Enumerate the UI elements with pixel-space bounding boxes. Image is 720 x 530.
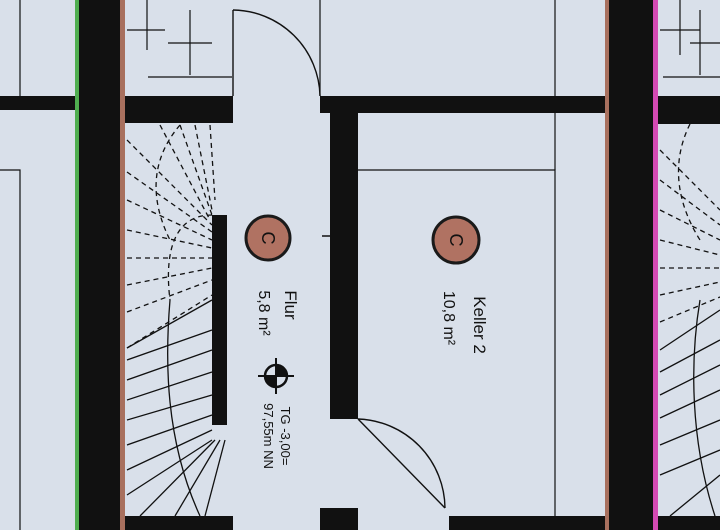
keller2-name: Keller 2 — [470, 296, 489, 354]
flur-badge-letter: C — [258, 232, 278, 245]
wall-top-flur-left — [125, 96, 233, 123]
wall-bottom-left — [125, 516, 233, 530]
magenta-boundary-line — [653, 0, 658, 530]
wall-top-right-outer — [658, 96, 720, 124]
door-top-flur — [232, 9, 321, 97]
keller2-badge-letter: C — [446, 234, 466, 247]
brown-boundary-line-left — [120, 0, 125, 530]
elevation-marker-icon — [258, 358, 294, 394]
elevation-line2: 97,55m NN — [261, 403, 276, 469]
green-boundary-line — [75, 0, 79, 530]
flur-name: Flur — [281, 290, 300, 320]
wall-right-vertical — [609, 0, 653, 530]
wall-top-keller — [320, 96, 605, 113]
staircase-left — [126, 124, 226, 517]
wall-left-vertical — [79, 0, 120, 530]
wall-top-left-outer — [0, 96, 75, 110]
keller2-area: 10,8 m² — [440, 291, 457, 346]
wall-flur-keller — [330, 111, 358, 419]
brown-boundary-line-right — [605, 0, 609, 530]
keller2-badge: C — [431, 215, 481, 265]
flur-badge: C — [244, 214, 292, 262]
wall-bottom-right — [449, 516, 605, 530]
flur-area: 5,8 m² — [255, 290, 272, 336]
wall-bottom-middle — [320, 508, 358, 530]
stair-rail-wall — [212, 215, 227, 425]
elevation-line1: TG -3,00= — [278, 407, 293, 466]
wall-bottom-far-right — [658, 516, 720, 530]
staircase-right — [659, 123, 720, 517]
door-bottom-keller — [357, 418, 446, 509]
